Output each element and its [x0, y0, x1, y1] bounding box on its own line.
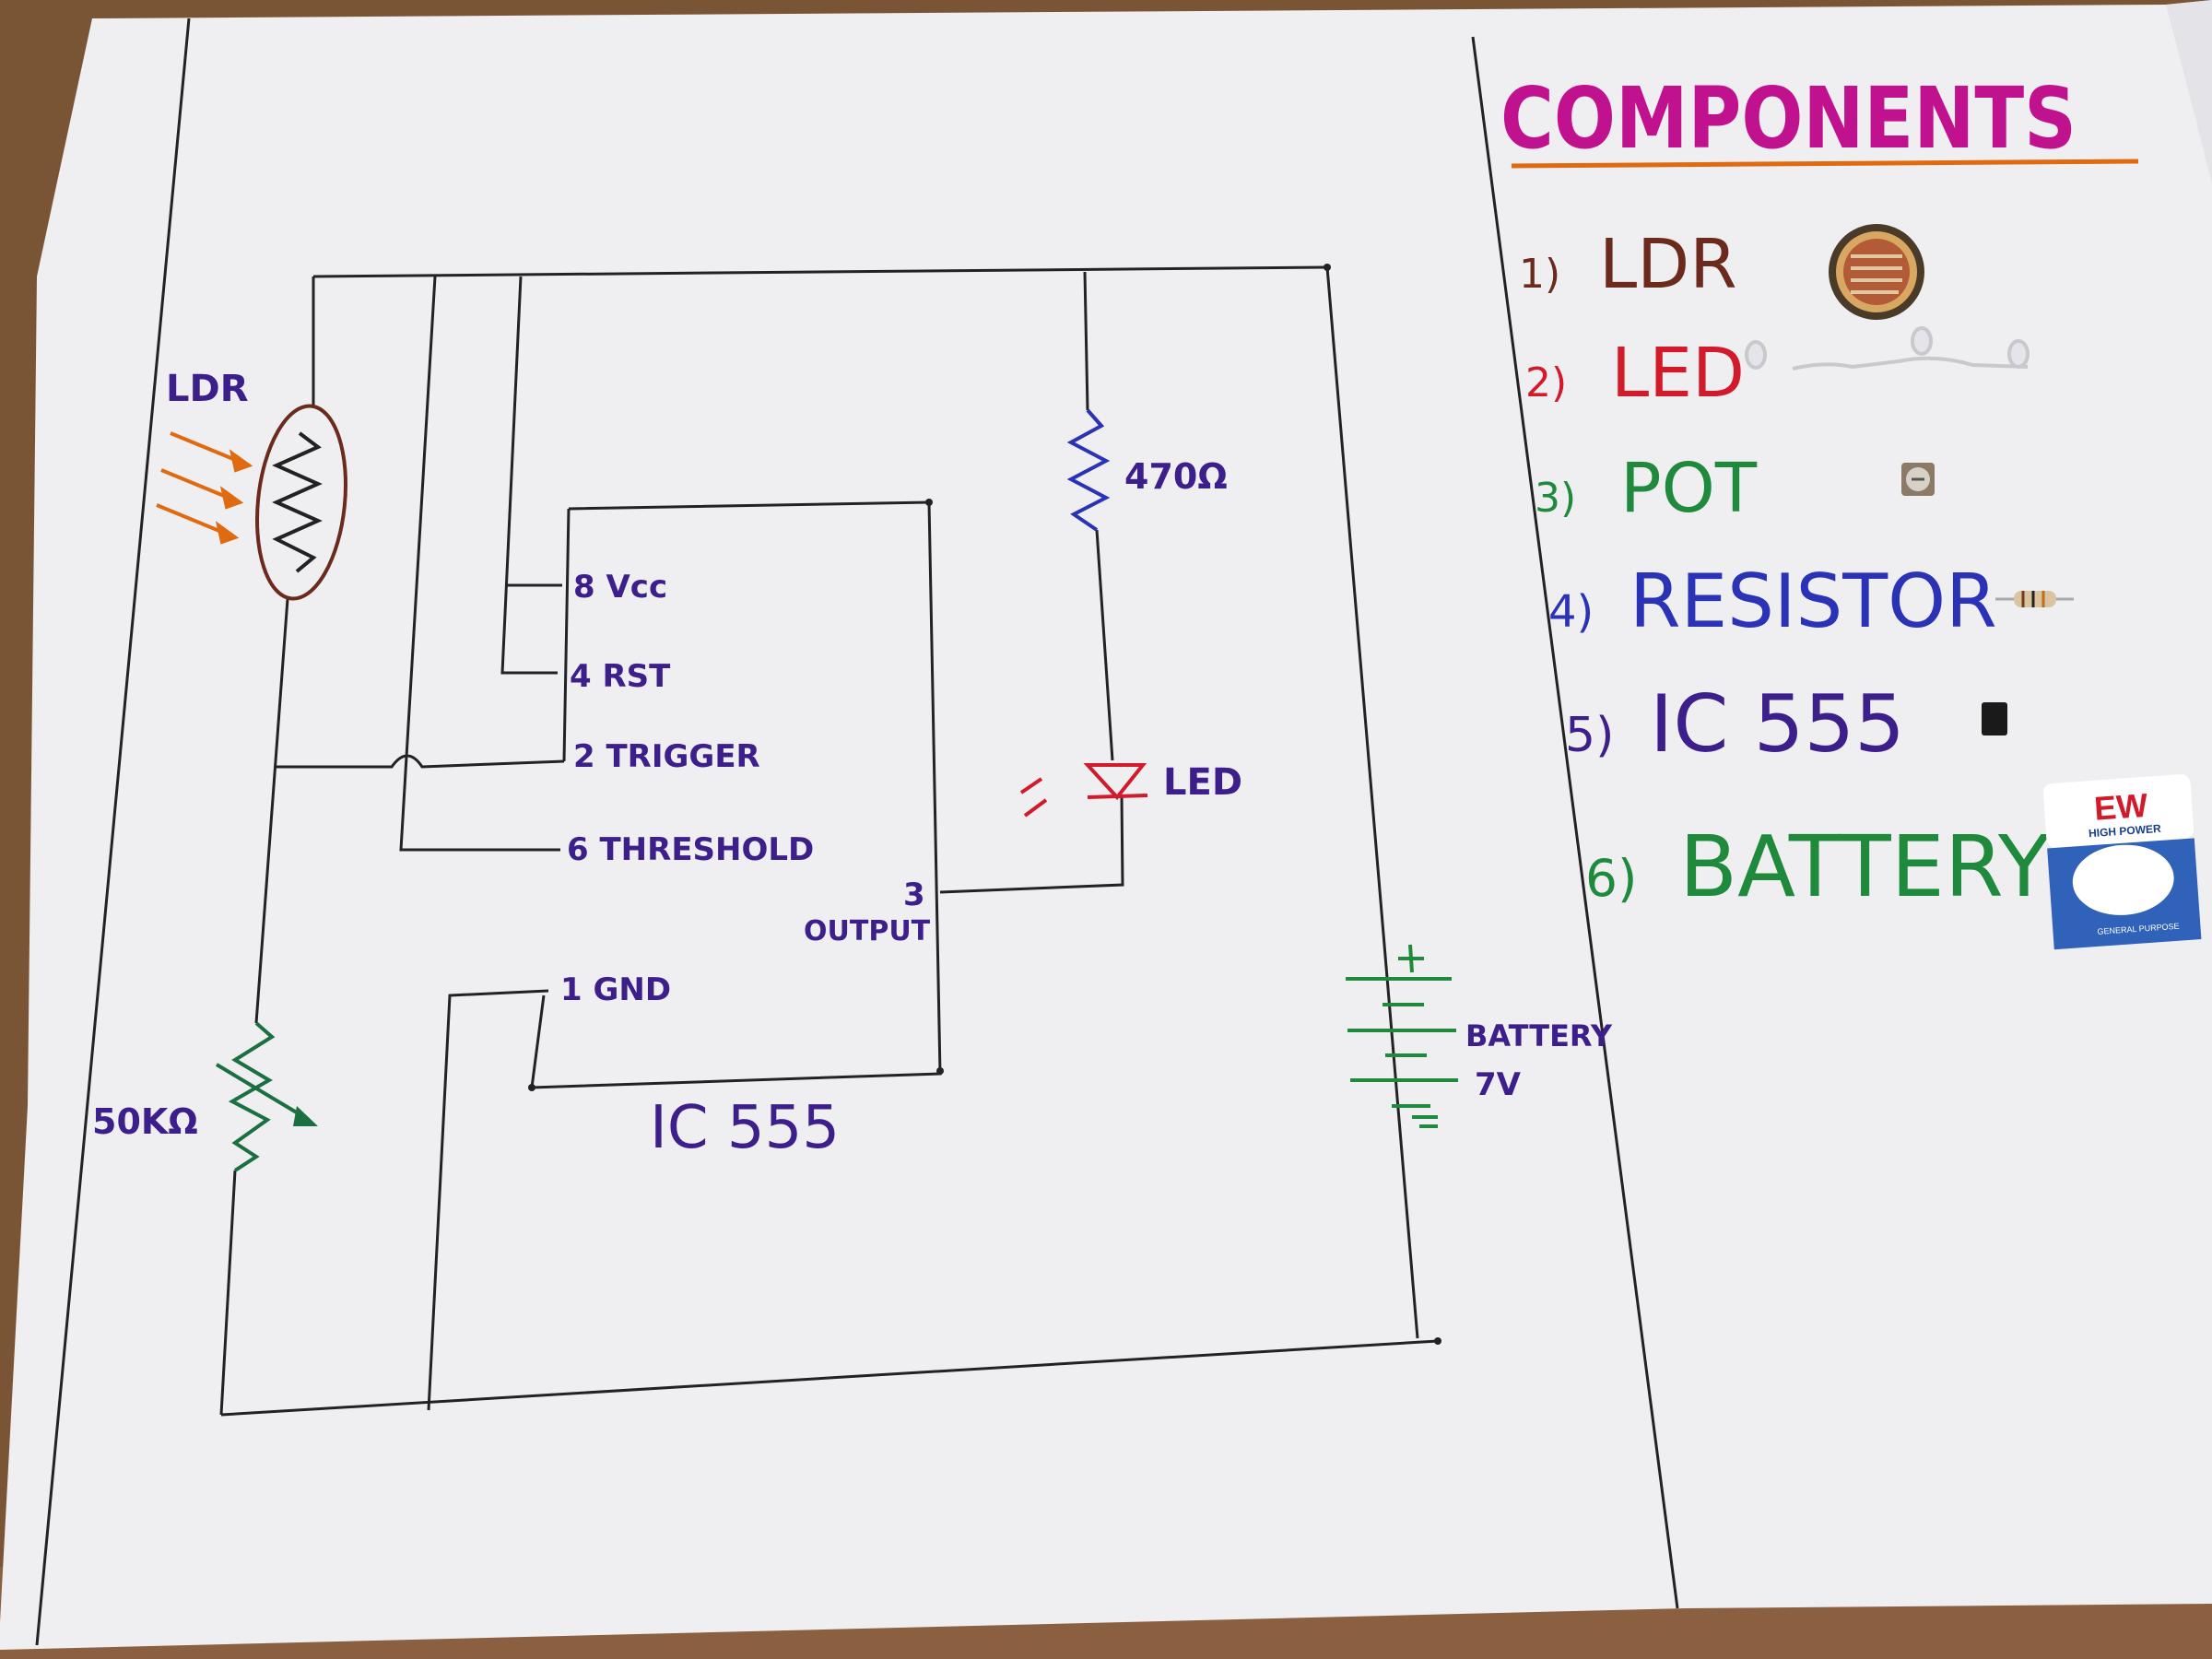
component-label: BATTERY: [1679, 818, 2051, 916]
component-item: 6) BATTERY: [1585, 818, 2051, 916]
pin-output: OUTPUT: [804, 915, 931, 947]
resistor-photo: [1995, 591, 2074, 607]
pin-threshold: 6 THRESHOLD: [567, 831, 814, 868]
component-number: 3): [1535, 475, 1576, 522]
potentiometer-symbol: [215, 1021, 318, 1172]
pin-vcc: 8 Vcc: [573, 569, 667, 606]
component-number: 5): [1565, 708, 1614, 763]
component-number: 2): [1525, 359, 1567, 406]
pot-label: 50KΩ: [92, 1101, 198, 1142]
component-number: 6): [1585, 849, 1637, 908]
component-item: 1) LDR: [1519, 225, 1737, 304]
component-label: POT: [1620, 449, 1758, 528]
component-number: 4): [1548, 586, 1594, 638]
battery-photo: EW HIGH POWER GENERAL PURPOSE: [2042, 774, 2202, 950]
component-item: 3) POT: [1535, 449, 1758, 528]
component-number: 1): [1519, 251, 1560, 298]
ic-title: IC 555: [650, 1094, 840, 1162]
ic-photo: [1982, 702, 2007, 735]
components-heading: COMPONENTS: [1500, 69, 2077, 168]
battery-voltage: 7V: [1475, 1066, 1522, 1103]
component-label: IC 555: [1650, 678, 1905, 771]
ldr-symbol: [156, 404, 348, 601]
component-label: LDR: [1599, 225, 1737, 304]
components-list: 1) LDR 2) LED 3) POT 4) RESISTOR 5) IC 555 6) BATTE…: [1519, 225, 2051, 916]
led-photo: [1745, 326, 2030, 371]
component-item: 5) IC 555: [1565, 678, 1905, 771]
led-symbol: [1019, 763, 1148, 818]
pin-trigger: 2 TRIGGER: [573, 738, 760, 775]
resistor-symbol: [1066, 408, 1111, 532]
component-item: 4) RESISTOR: [1548, 559, 1997, 644]
component-label: RESISTOR: [1630, 559, 1997, 644]
led-label: LED: [1163, 761, 1242, 804]
junction-dots: [528, 264, 1441, 1345]
ldr-label: LDR: [166, 368, 249, 410]
heading-underline: [1511, 159, 2139, 169]
battery-symbol: [1346, 944, 1458, 1128]
pot-photo: [1901, 463, 1935, 496]
battery-brand: EW: [2093, 786, 2149, 828]
pin-output-number: 3: [903, 877, 925, 913]
ldr-photo: [1829, 224, 1924, 320]
component-item: 2) LED: [1525, 334, 1745, 413]
poster-border: [35, 18, 1679, 1646]
component-label: LED: [1611, 334, 1745, 413]
pin-rst: 4 RST: [570, 658, 671, 695]
battery-label: BATTERY: [1465, 1018, 1613, 1053]
battery-text-1: HIGH POWER: [2088, 822, 2162, 840]
resistor-label: 470Ω: [1124, 456, 1228, 497]
pin-gnd: 1 GND: [560, 971, 671, 1008]
circuit-wires: [219, 265, 1439, 1417]
